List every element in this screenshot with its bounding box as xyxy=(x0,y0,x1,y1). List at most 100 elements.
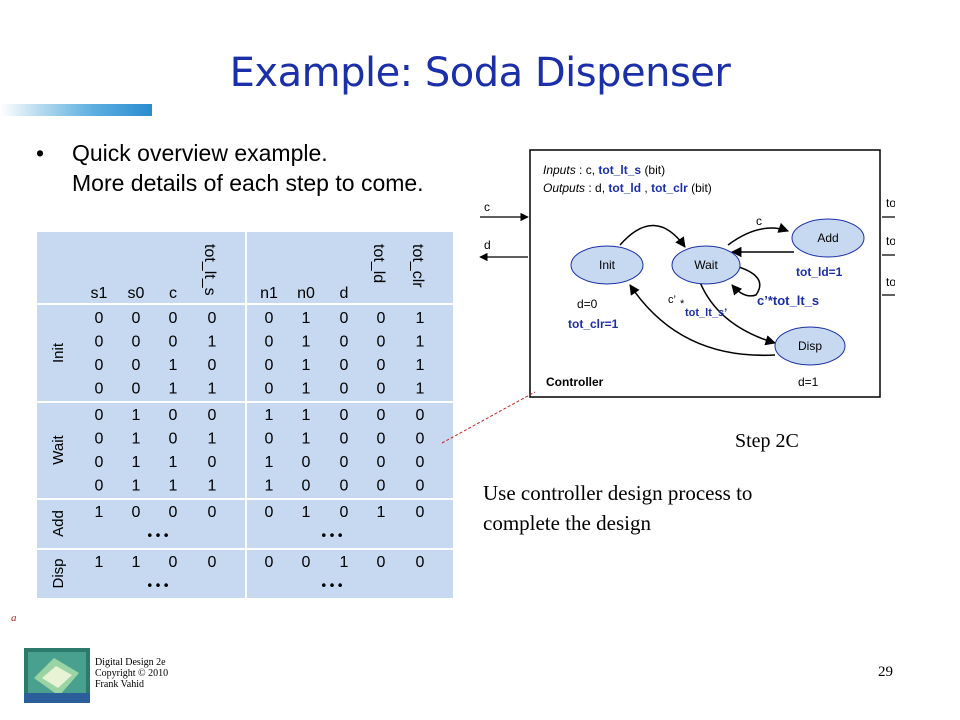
table-cell: 0 xyxy=(132,310,141,327)
table-ellipsis: • • • xyxy=(148,578,169,593)
page-number: 29 xyxy=(878,664,893,680)
table-cell: 0 xyxy=(132,381,141,398)
table-cell: 0 xyxy=(169,554,178,571)
table-ellipsis: • • • xyxy=(148,528,169,543)
table-cell: 0 xyxy=(132,334,141,351)
bullet-dot: • xyxy=(36,140,45,166)
instruction-text: Use controller design process to complet… xyxy=(483,478,903,538)
slide-title: Example: Soda Dispenser xyxy=(229,50,731,96)
table-cell: 0 xyxy=(208,310,217,327)
table-cell: 0 xyxy=(265,310,274,327)
table-cell: 0 xyxy=(169,431,178,448)
table-header-n1: n1 xyxy=(260,285,278,302)
table-cell: 0 xyxy=(377,407,386,424)
table-cell: 1 xyxy=(416,334,425,351)
controller-diagram: Inputs : c, tot_lt_s (bit) Outputs : d, … xyxy=(470,145,930,410)
controller-diagram-graphic: Inputs : c, tot_lt_s (bit) Outputs : d, … xyxy=(479,149,930,398)
table-cell: 0 xyxy=(377,478,386,495)
table-cell: 0 xyxy=(95,381,104,398)
controller-label: Controller xyxy=(546,375,604,389)
table-cell: 1 xyxy=(416,310,425,327)
table-cell: 1 xyxy=(132,478,141,495)
table-cell: 0 xyxy=(340,431,349,448)
small-mark: a xyxy=(11,612,17,624)
state-init xyxy=(570,245,644,285)
table-cell: 0 xyxy=(95,454,104,471)
table-cell: 0 xyxy=(416,454,425,471)
input-d-label: d xyxy=(484,238,491,252)
table-cell: 0 xyxy=(340,478,349,495)
table-cell: 0 xyxy=(95,478,104,495)
table-cell: 0 xyxy=(416,504,425,521)
table-header-tot-clr: tot_clr xyxy=(409,244,426,288)
table-cell: 0 xyxy=(377,334,386,351)
state-add-label: Add xyxy=(817,231,838,245)
table-ellipsis: • • • xyxy=(322,578,343,593)
table-cell: 0 xyxy=(340,504,349,521)
table-cell: 1 xyxy=(302,357,311,374)
table-cell: 1 xyxy=(169,357,178,374)
table-cell: 1 xyxy=(95,554,104,571)
table-cell: 1 xyxy=(95,504,104,521)
table-cell: 0 xyxy=(377,381,386,398)
table-cell: 1 xyxy=(416,381,425,398)
table-cell: 0 xyxy=(416,554,425,571)
table-cell: 0 xyxy=(208,554,217,571)
table-cell: 0 xyxy=(302,554,311,571)
table-cell: 1 xyxy=(169,478,178,495)
input-c-label: c xyxy=(484,200,490,214)
table-cell: 1 xyxy=(340,554,349,571)
book-logo-icon xyxy=(24,648,90,703)
table-group-label-init: Init xyxy=(50,342,67,363)
table-cell: 1 xyxy=(208,478,217,495)
table-cell: 1 xyxy=(208,334,217,351)
init-action-tot-clr: tot_clr=1 xyxy=(568,317,619,331)
transition-wait-self xyxy=(731,264,761,297)
bullet-line-2: More details of each step to come. xyxy=(72,170,424,196)
transition-disp-init xyxy=(629,284,776,357)
table-cell: 1 xyxy=(132,454,141,471)
table-cell: 1 xyxy=(132,554,141,571)
title-accent-bar xyxy=(0,104,152,116)
step-label: Step 2C xyxy=(735,430,799,452)
table-cell: 0 xyxy=(377,431,386,448)
table-cell: 1 xyxy=(169,454,178,471)
table-cell: 1 xyxy=(208,431,217,448)
label-tot-lt-s-prime: tot_lt_s’ xyxy=(685,307,727,319)
table-cell: 1 xyxy=(302,381,311,398)
table-cell: 0 xyxy=(208,407,217,424)
state-wait-label: Wait xyxy=(694,258,718,272)
instruction-line-2: complete the design xyxy=(483,511,651,535)
state-add xyxy=(791,218,865,258)
table-cell: 0 xyxy=(265,554,274,571)
table-cell: 1 xyxy=(265,407,274,424)
table-cell: 0 xyxy=(265,357,274,374)
table-cell: 0 xyxy=(169,334,178,351)
table-cell: 0 xyxy=(377,310,386,327)
transition-init-wait xyxy=(619,224,686,248)
table-cell: 0 xyxy=(377,554,386,571)
footer-line-3: Frank Vahid xyxy=(95,679,144,690)
table-cell: 1 xyxy=(302,334,311,351)
instruction-line-1: Use controller design process to xyxy=(483,481,753,505)
table-cell: 1 xyxy=(302,431,311,448)
table-cell: 0 xyxy=(340,407,349,424)
table-cell: 0 xyxy=(169,310,178,327)
state-wait xyxy=(671,245,741,285)
state-disp-label: Disp xyxy=(798,339,822,353)
state-disp xyxy=(774,326,846,366)
table-header-s1: s1 xyxy=(91,285,108,302)
table-cell: 1 xyxy=(416,357,425,374)
table-header-s0: s0 xyxy=(128,285,145,302)
bullet-line-1: Quick overview example. xyxy=(72,140,328,166)
footer-line-1: Digital Design 2e xyxy=(95,657,166,668)
table-cell: 0 xyxy=(265,431,274,448)
table-cell: 0 xyxy=(340,334,349,351)
table-cell: 0 xyxy=(265,381,274,398)
table-group-label-wait: Wait xyxy=(50,434,67,464)
label-c: c xyxy=(756,214,762,228)
table-cell: 0 xyxy=(95,334,104,351)
table-cell: 1 xyxy=(132,407,141,424)
